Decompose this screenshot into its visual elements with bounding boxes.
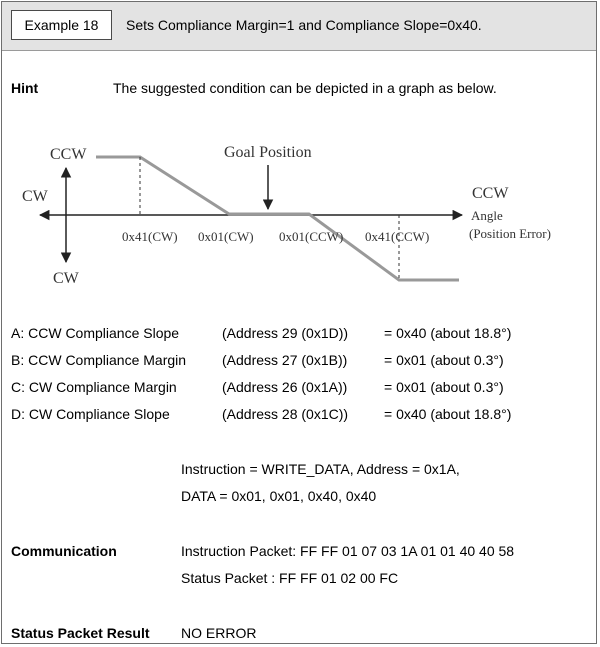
hint-text: The suggested condition can be depicted …: [113, 80, 497, 96]
goal-position-label: Goal Position: [224, 144, 312, 161]
tick-label: 0x01(CW): [198, 229, 254, 244]
param-value: = 0x40 (about 18.8°): [384, 325, 512, 341]
communication-label: Communication: [11, 543, 117, 559]
graph-ccw-right: CCW: [472, 185, 509, 202]
compliance-curve: [96, 155, 459, 282]
graph-ccw-top: CCW: [50, 146, 87, 163]
param-name: A: CCW Compliance Slope: [11, 325, 180, 341]
example-header: Example 18 Sets Compliance Margin=1 and …: [2, 2, 596, 51]
axis-label-position-error: (Position Error): [469, 226, 551, 241]
status-packet-result-value: NO ERROR: [181, 625, 257, 641]
param-address: (Address 26 (0x1A)): [222, 379, 348, 395]
param-address: (Address 27 (0x1B)): [222, 352, 348, 368]
tick-label: 0x41(CCW): [365, 229, 429, 244]
status-packet-result-label: Status Packet Result: [11, 625, 150, 641]
hint-label: Hint: [11, 80, 39, 96]
graph-cw-bottom: CW: [53, 270, 80, 287]
instruction-line-1: Instruction = WRITE_DATA, Address = 0x1A…: [181, 461, 460, 477]
param-name: D: CW Compliance Slope: [11, 406, 170, 422]
param-value: = 0x01 (about 0.3°): [384, 379, 504, 395]
instruction-packet: Instruction Packet: FF FF 01 07 03 1A 01…: [181, 543, 515, 559]
status-packet: Status Packet : FF FF 01 02 00 FC: [181, 570, 399, 586]
example-label: Example 18: [11, 10, 112, 40]
instruction-line-2: DATA = 0x01, 0x01, 0x40, 0x40: [181, 488, 377, 504]
param-name: B: CCW Compliance Margin: [11, 352, 187, 368]
axis-label-angle: Angle: [471, 208, 503, 223]
param-address: (Address 29 (0x1D)): [222, 325, 349, 341]
param-value: = 0x01 (about 0.3°): [384, 352, 504, 368]
param-name: C: CW Compliance Margin: [11, 379, 177, 395]
param-address: (Address 28 (0x1C)): [222, 406, 349, 422]
tick-label: 0x01(CCW): [279, 229, 343, 244]
graph-cw-left: CW: [22, 188, 49, 205]
example-description: Sets Compliance Margin=1 and Compliance …: [126, 17, 482, 33]
param-value: = 0x40 (about 18.8°): [384, 406, 512, 422]
tick-label: 0x41(CW): [122, 229, 178, 244]
